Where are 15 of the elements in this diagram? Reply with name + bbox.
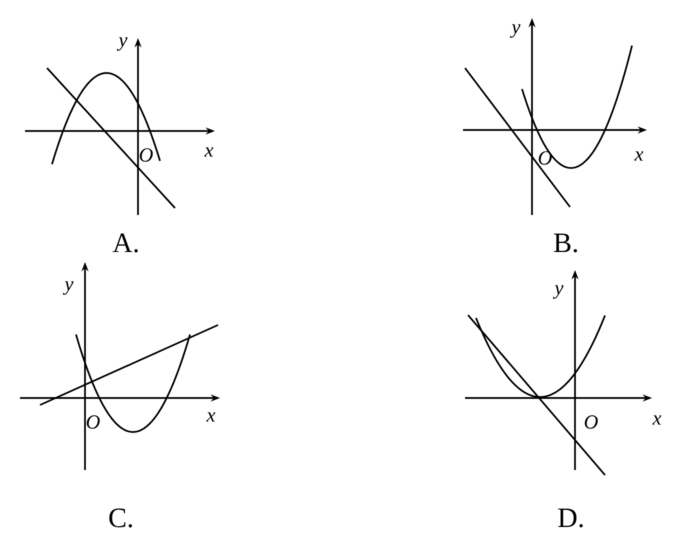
option-label: B. [554, 234, 577, 252]
axis-label: y [116, 37, 128, 51]
axis-label: O [140, 148, 153, 162]
axis-label: y [62, 281, 74, 295]
axis-label: x [652, 415, 662, 425]
option-label: C. [109, 508, 132, 528]
option-label: D. [558, 508, 583, 528]
axis-label: y [510, 24, 520, 38]
option-label: A. [112, 234, 138, 252]
axis-label: y [552, 285, 564, 299]
axis-label: x [204, 147, 214, 157]
axis-label: O [584, 415, 598, 429]
axis-label: O [86, 415, 100, 429]
axis-label: x [206, 412, 216, 422]
axis-label: x [634, 151, 644, 161]
